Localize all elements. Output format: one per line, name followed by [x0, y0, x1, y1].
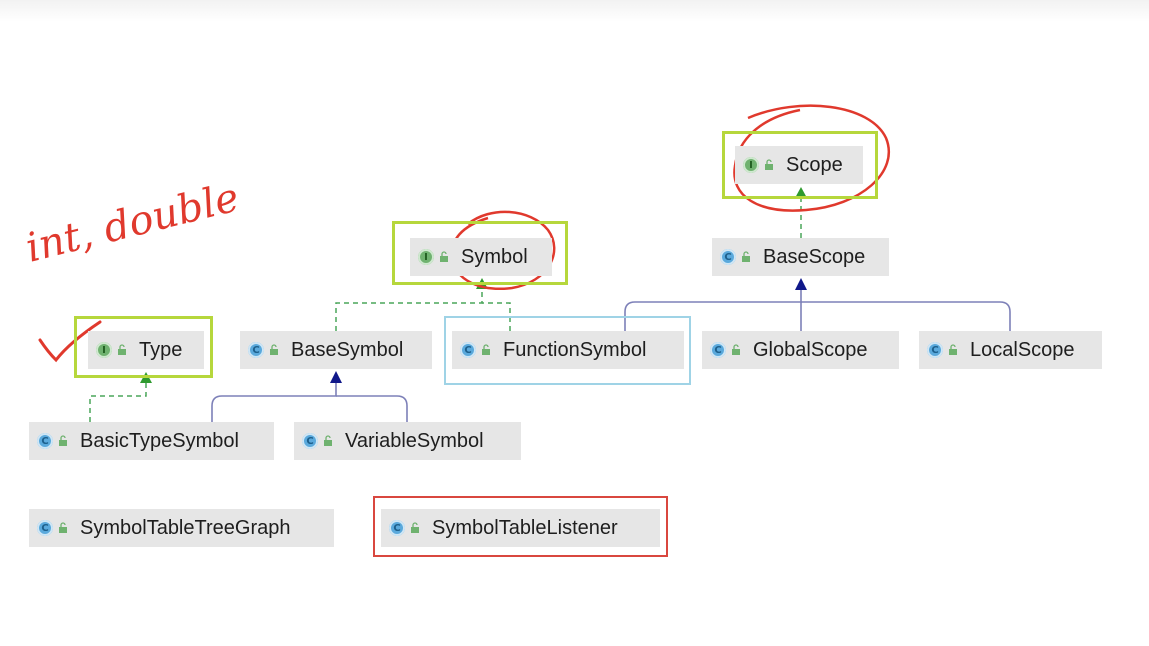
node-label: Scope	[786, 153, 843, 176]
node-label: SymbolTableTreeGraph	[80, 516, 291, 539]
node-localscope[interactable]: C LocalScope	[919, 331, 1102, 369]
node-label: BaseScope	[763, 245, 866, 268]
class-icon: C	[710, 342, 726, 358]
unlock-icon	[732, 344, 740, 355]
node-label: FunctionSymbol	[503, 338, 647, 361]
unlock-icon	[742, 251, 750, 262]
arrowhead-basescope	[795, 278, 807, 290]
arrowhead-type	[140, 372, 152, 383]
node-symboltablelistener[interactable]: C SymbolTableListener	[381, 509, 660, 547]
node-type[interactable]: I Type	[88, 331, 204, 369]
edge-basesymbol-implements-symbol	[335, 285, 483, 331]
class-icon: C	[927, 342, 943, 358]
unlock-icon	[765, 159, 773, 170]
arrowhead-basesymbol	[330, 371, 342, 383]
unlock-icon	[59, 522, 67, 533]
class-icon: C	[37, 520, 53, 536]
interface-icon: I	[418, 249, 434, 265]
window-top-bar	[0, 0, 1149, 22]
node-label: SymbolTableListener	[432, 516, 618, 539]
handwriting-annotation: int, double	[21, 104, 890, 363]
edge-functionsymbol-extends-basescope	[624, 288, 802, 331]
node-label: VariableSymbol	[345, 429, 484, 452]
node-label: Symbol	[461, 245, 528, 268]
interface-icon: I	[96, 342, 112, 358]
node-basesymbol[interactable]: C BaseSymbol	[240, 331, 432, 369]
node-functionsymbol[interactable]: C FunctionSymbol	[452, 331, 684, 369]
handwriting-text: int, double	[21, 174, 243, 271]
node-label: LocalScope	[970, 338, 1075, 361]
interface-icon: I	[743, 157, 759, 173]
node-label: BasicTypeSymbol	[80, 429, 239, 452]
class-icon: C	[720, 249, 736, 265]
edge-basictypesymbol-extends-basesymbol	[211, 381, 337, 422]
edge-functionsymbol-implements-symbol	[482, 302, 511, 331]
unlock-icon	[324, 435, 332, 446]
arrowhead-scope	[795, 187, 807, 198]
edge-localscope-extends-basescope	[801, 301, 1011, 331]
unlock-icon	[411, 522, 419, 533]
node-label: Type	[139, 338, 183, 361]
node-symbol[interactable]: I Symbol	[410, 238, 552, 276]
node-globalscope[interactable]: C GlobalScope	[702, 331, 899, 369]
node-symboltabletreegraph[interactable]: C SymbolTableTreeGraph	[29, 509, 334, 547]
unlock-icon	[482, 344, 490, 355]
node-label: GlobalScope	[753, 338, 868, 361]
class-icon: C	[389, 520, 405, 536]
class-icon: C	[248, 342, 264, 358]
unlock-icon	[118, 344, 126, 355]
node-basictypesymbol[interactable]: C BasicTypeSymbol	[29, 422, 274, 460]
node-scope[interactable]: I Scope	[735, 146, 863, 184]
node-basescope[interactable]: C BaseScope	[712, 238, 889, 276]
unlock-icon	[59, 435, 67, 446]
class-icon: C	[302, 433, 318, 449]
unlock-icon	[440, 251, 448, 262]
class-icon: C	[37, 433, 53, 449]
unlock-icon	[270, 344, 278, 355]
edge-basictypesymbol-implements-type	[89, 381, 147, 422]
node-label: BaseSymbol	[291, 338, 404, 361]
node-variablesymbol[interactable]: C VariableSymbol	[294, 422, 521, 460]
checkmark-annotation	[38, 320, 102, 363]
edge-variablesymbol-extends-basesymbol	[336, 395, 408, 422]
unlock-icon	[949, 344, 957, 355]
class-icon: C	[460, 342, 476, 358]
